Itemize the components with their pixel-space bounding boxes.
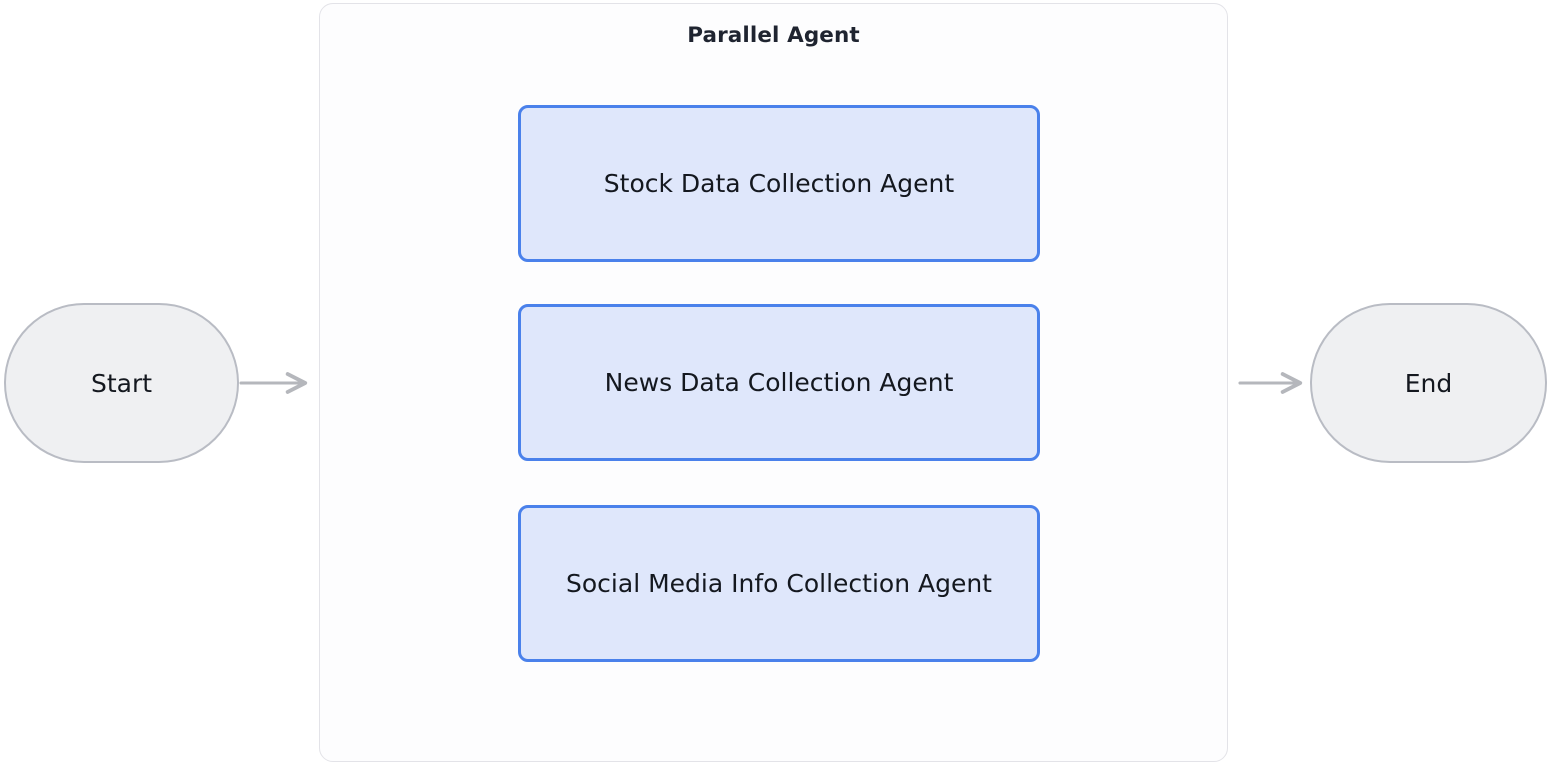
node-end[interactable]: End <box>1310 303 1547 463</box>
subgraph-title: Parallel Agent <box>687 23 860 48</box>
node-label: Stock Data Collection Agent <box>603 169 955 198</box>
node-label: News Data Collection Agent <box>604 368 954 397</box>
node-label: End <box>1404 368 1453 398</box>
node-news-data-collection-agent[interactable]: News Data Collection Agent <box>518 304 1040 461</box>
node-stock-data-collection-agent[interactable]: Stock Data Collection Agent <box>518 105 1040 262</box>
node-label: Social Media Info Collection Agent <box>566 569 992 598</box>
node-social-media-info-collection-agent[interactable]: Social Media Info Collection Agent <box>518 505 1040 662</box>
node-label: Start <box>90 368 153 398</box>
node-start[interactable]: Start <box>4 303 239 463</box>
